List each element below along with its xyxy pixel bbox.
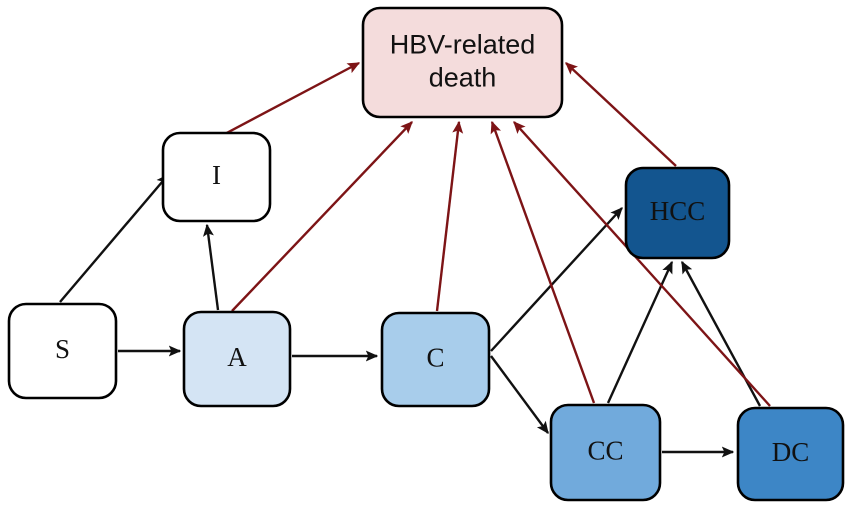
edge-s-to-i [59,174,169,303]
edge-dc-to-hcc [680,260,762,407]
node-c[interactable]: C [380,311,491,408]
node-dc-label: DC [772,437,810,467]
node-i[interactable]: I [161,131,272,223]
node-death-box[interactable] [361,6,564,119]
node-hcc-label: HCC [650,196,706,226]
node-a-box[interactable] [182,310,292,408]
node-label-line-2: death [429,63,497,93]
edge-a-to-i [202,223,220,311]
node-i-box[interactable] [161,131,272,223]
node-c-label: C [426,343,444,373]
node-i-label: I [212,160,221,190]
edge-layer [59,61,771,458]
node-a-label: A [227,342,247,372]
edge-c-to-death [435,120,464,312]
edge-cc-to-death [490,120,596,404]
edge-c-to-hcc [490,207,623,352]
node-s-box[interactable] [7,302,118,400]
node-cc[interactable]: CC [549,403,662,502]
node-s-label: S [55,334,70,364]
edge-cc-to-hcc [606,260,674,404]
node-cc-box[interactable] [549,403,662,502]
edge-a-to-death [231,121,413,312]
node-a[interactable]: A [182,310,292,408]
node-s[interactable]: S [7,302,118,400]
node-dc-box[interactable] [736,406,845,502]
edge-i-to-death [220,61,361,138]
node-dc[interactable]: DC [736,406,845,502]
node-label-line-1: HBV-related [390,30,536,60]
node-cc-label: CC [587,436,623,466]
edge-dc-to-death [513,121,771,407]
node-c-box[interactable] [380,311,491,408]
node-hcc-box[interactable] [624,166,731,260]
edge-c-to-cc [490,355,549,435]
edge-hcc-to-death [565,62,677,167]
node-hcc[interactable]: HCC [624,166,731,260]
